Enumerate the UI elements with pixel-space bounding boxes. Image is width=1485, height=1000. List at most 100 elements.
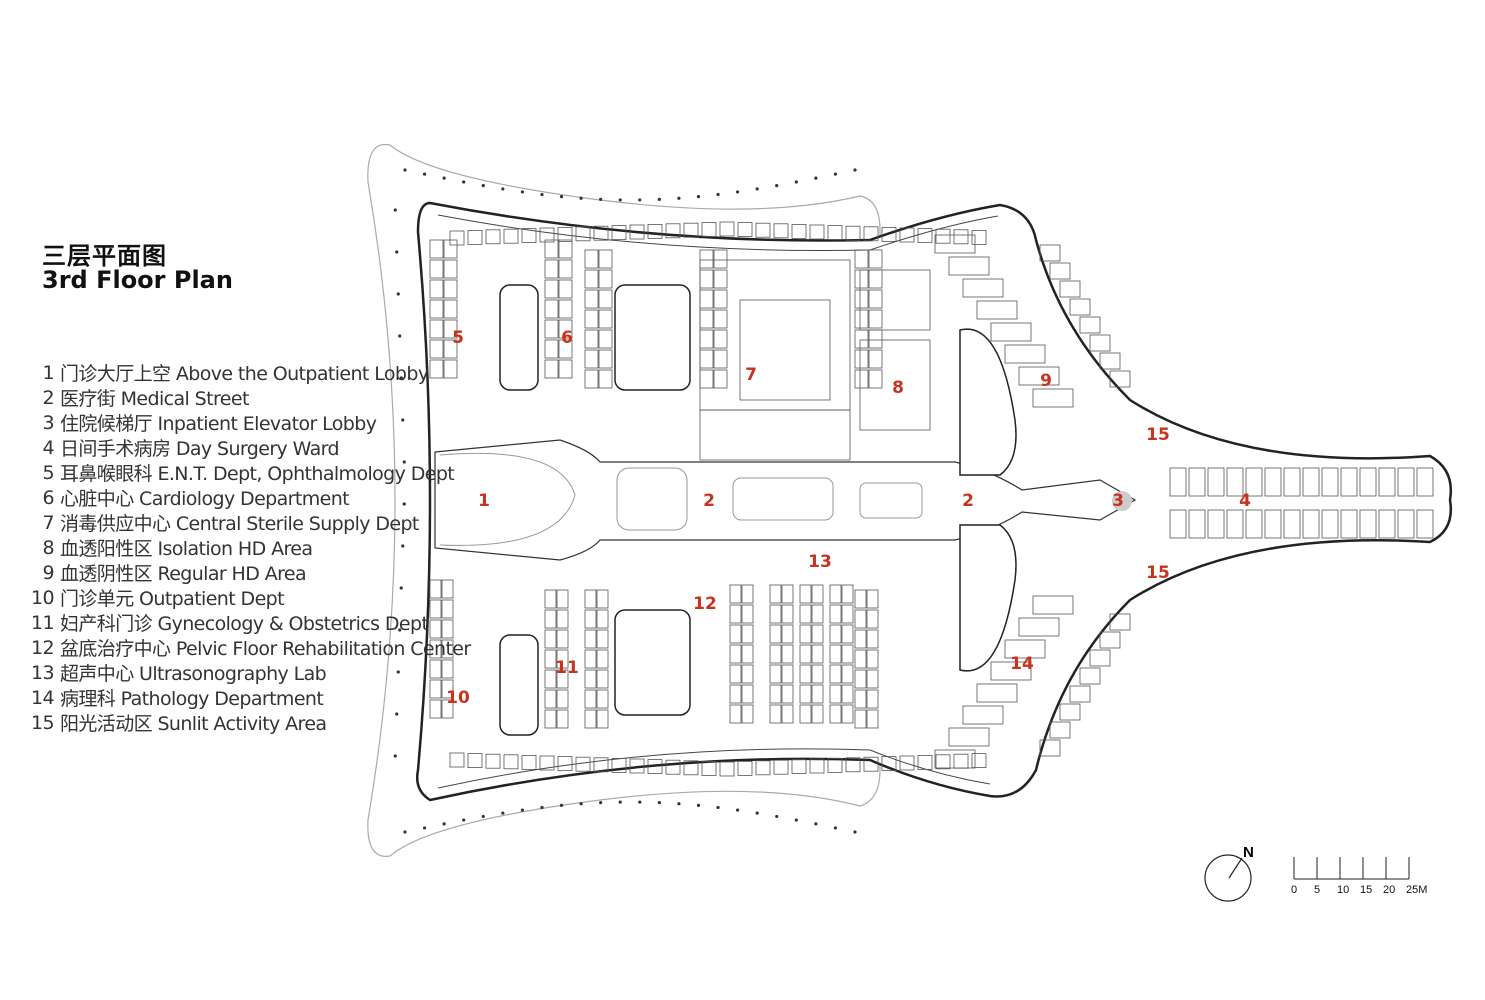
column-dot	[657, 801, 661, 805]
room	[811, 684, 824, 704]
room	[521, 228, 537, 244]
room	[976, 683, 1018, 703]
room	[1018, 366, 1060, 386]
column-dot	[814, 822, 818, 826]
room	[584, 669, 597, 689]
room	[429, 579, 442, 599]
room	[781, 684, 794, 704]
column-dot	[520, 808, 524, 812]
column-dot	[501, 811, 505, 815]
room	[584, 689, 597, 709]
room	[841, 644, 854, 664]
legend-label: 日间手术病房 Day Surgery Ward	[60, 438, 340, 460]
room	[781, 704, 794, 724]
room	[841, 704, 854, 724]
room	[741, 644, 754, 664]
room	[829, 684, 842, 704]
room	[544, 669, 557, 689]
room	[593, 225, 609, 241]
room	[713, 269, 728, 289]
room	[443, 259, 458, 279]
room	[841, 684, 854, 704]
room	[1226, 509, 1244, 539]
legend-number: 14	[31, 686, 55, 709]
legend-number: 8	[42, 536, 55, 559]
plan-zone-label: 8	[892, 378, 904, 398]
legend-number: 12	[31, 636, 55, 659]
room	[429, 279, 444, 299]
room	[558, 339, 573, 359]
room	[557, 226, 573, 242]
room	[596, 629, 609, 649]
scale-tick-label: 20	[1383, 884, 1395, 896]
room	[441, 699, 454, 719]
room	[598, 369, 613, 389]
room	[713, 249, 728, 269]
room	[544, 259, 559, 279]
room	[1378, 467, 1396, 497]
legend-label: 耳鼻喉眼科 E.N.T. Dept, Ophthalmology Dept	[60, 463, 455, 485]
room	[1321, 509, 1339, 539]
plan-zone-label: 2	[703, 491, 715, 511]
plan-zone-label: 13	[808, 552, 832, 572]
room	[859, 339, 931, 431]
column-dot	[755, 187, 759, 191]
room	[1089, 649, 1111, 667]
column-dot	[398, 628, 402, 632]
room	[741, 704, 754, 724]
scale-tick-label: 25M	[1406, 884, 1427, 896]
room	[1283, 509, 1301, 539]
room	[544, 709, 557, 729]
room	[544, 239, 559, 259]
room	[429, 239, 444, 259]
room	[809, 224, 825, 240]
room	[1049, 262, 1071, 280]
room	[866, 669, 879, 689]
plan-zone-label: 9	[1040, 371, 1052, 391]
room	[596, 709, 609, 729]
room	[948, 727, 990, 747]
room	[544, 359, 559, 379]
room	[611, 225, 627, 241]
legend-label: 血透阴性区 Regular HD Area	[60, 563, 307, 585]
legend-number: 1	[42, 361, 55, 384]
room	[713, 289, 728, 309]
room	[719, 221, 735, 237]
room	[769, 684, 782, 704]
room	[699, 249, 714, 269]
legend-number: 9	[42, 561, 55, 584]
room	[799, 624, 812, 644]
room	[1283, 467, 1301, 497]
room	[584, 649, 597, 669]
room	[443, 239, 458, 259]
room	[841, 624, 854, 644]
room	[429, 359, 444, 379]
column-dot	[657, 197, 661, 201]
room	[429, 659, 442, 679]
plan-zone-label: 6	[561, 328, 573, 348]
room	[934, 749, 976, 769]
room	[558, 239, 573, 259]
room	[729, 684, 742, 704]
room	[1207, 467, 1225, 497]
room	[544, 689, 557, 709]
room	[791, 759, 807, 774]
column-dot	[481, 183, 485, 188]
room	[781, 624, 794, 644]
room	[868, 349, 883, 369]
room	[854, 349, 869, 369]
room	[791, 223, 807, 239]
room	[866, 589, 879, 609]
room	[917, 228, 933, 244]
room	[1416, 509, 1434, 539]
room	[584, 249, 599, 269]
room	[781, 584, 794, 604]
legend-label: 消毒供应中心 Central Sterile Supply Dept	[60, 513, 419, 535]
room	[713, 329, 728, 349]
room	[841, 584, 854, 604]
room	[683, 760, 699, 776]
column-dot	[559, 803, 564, 807]
